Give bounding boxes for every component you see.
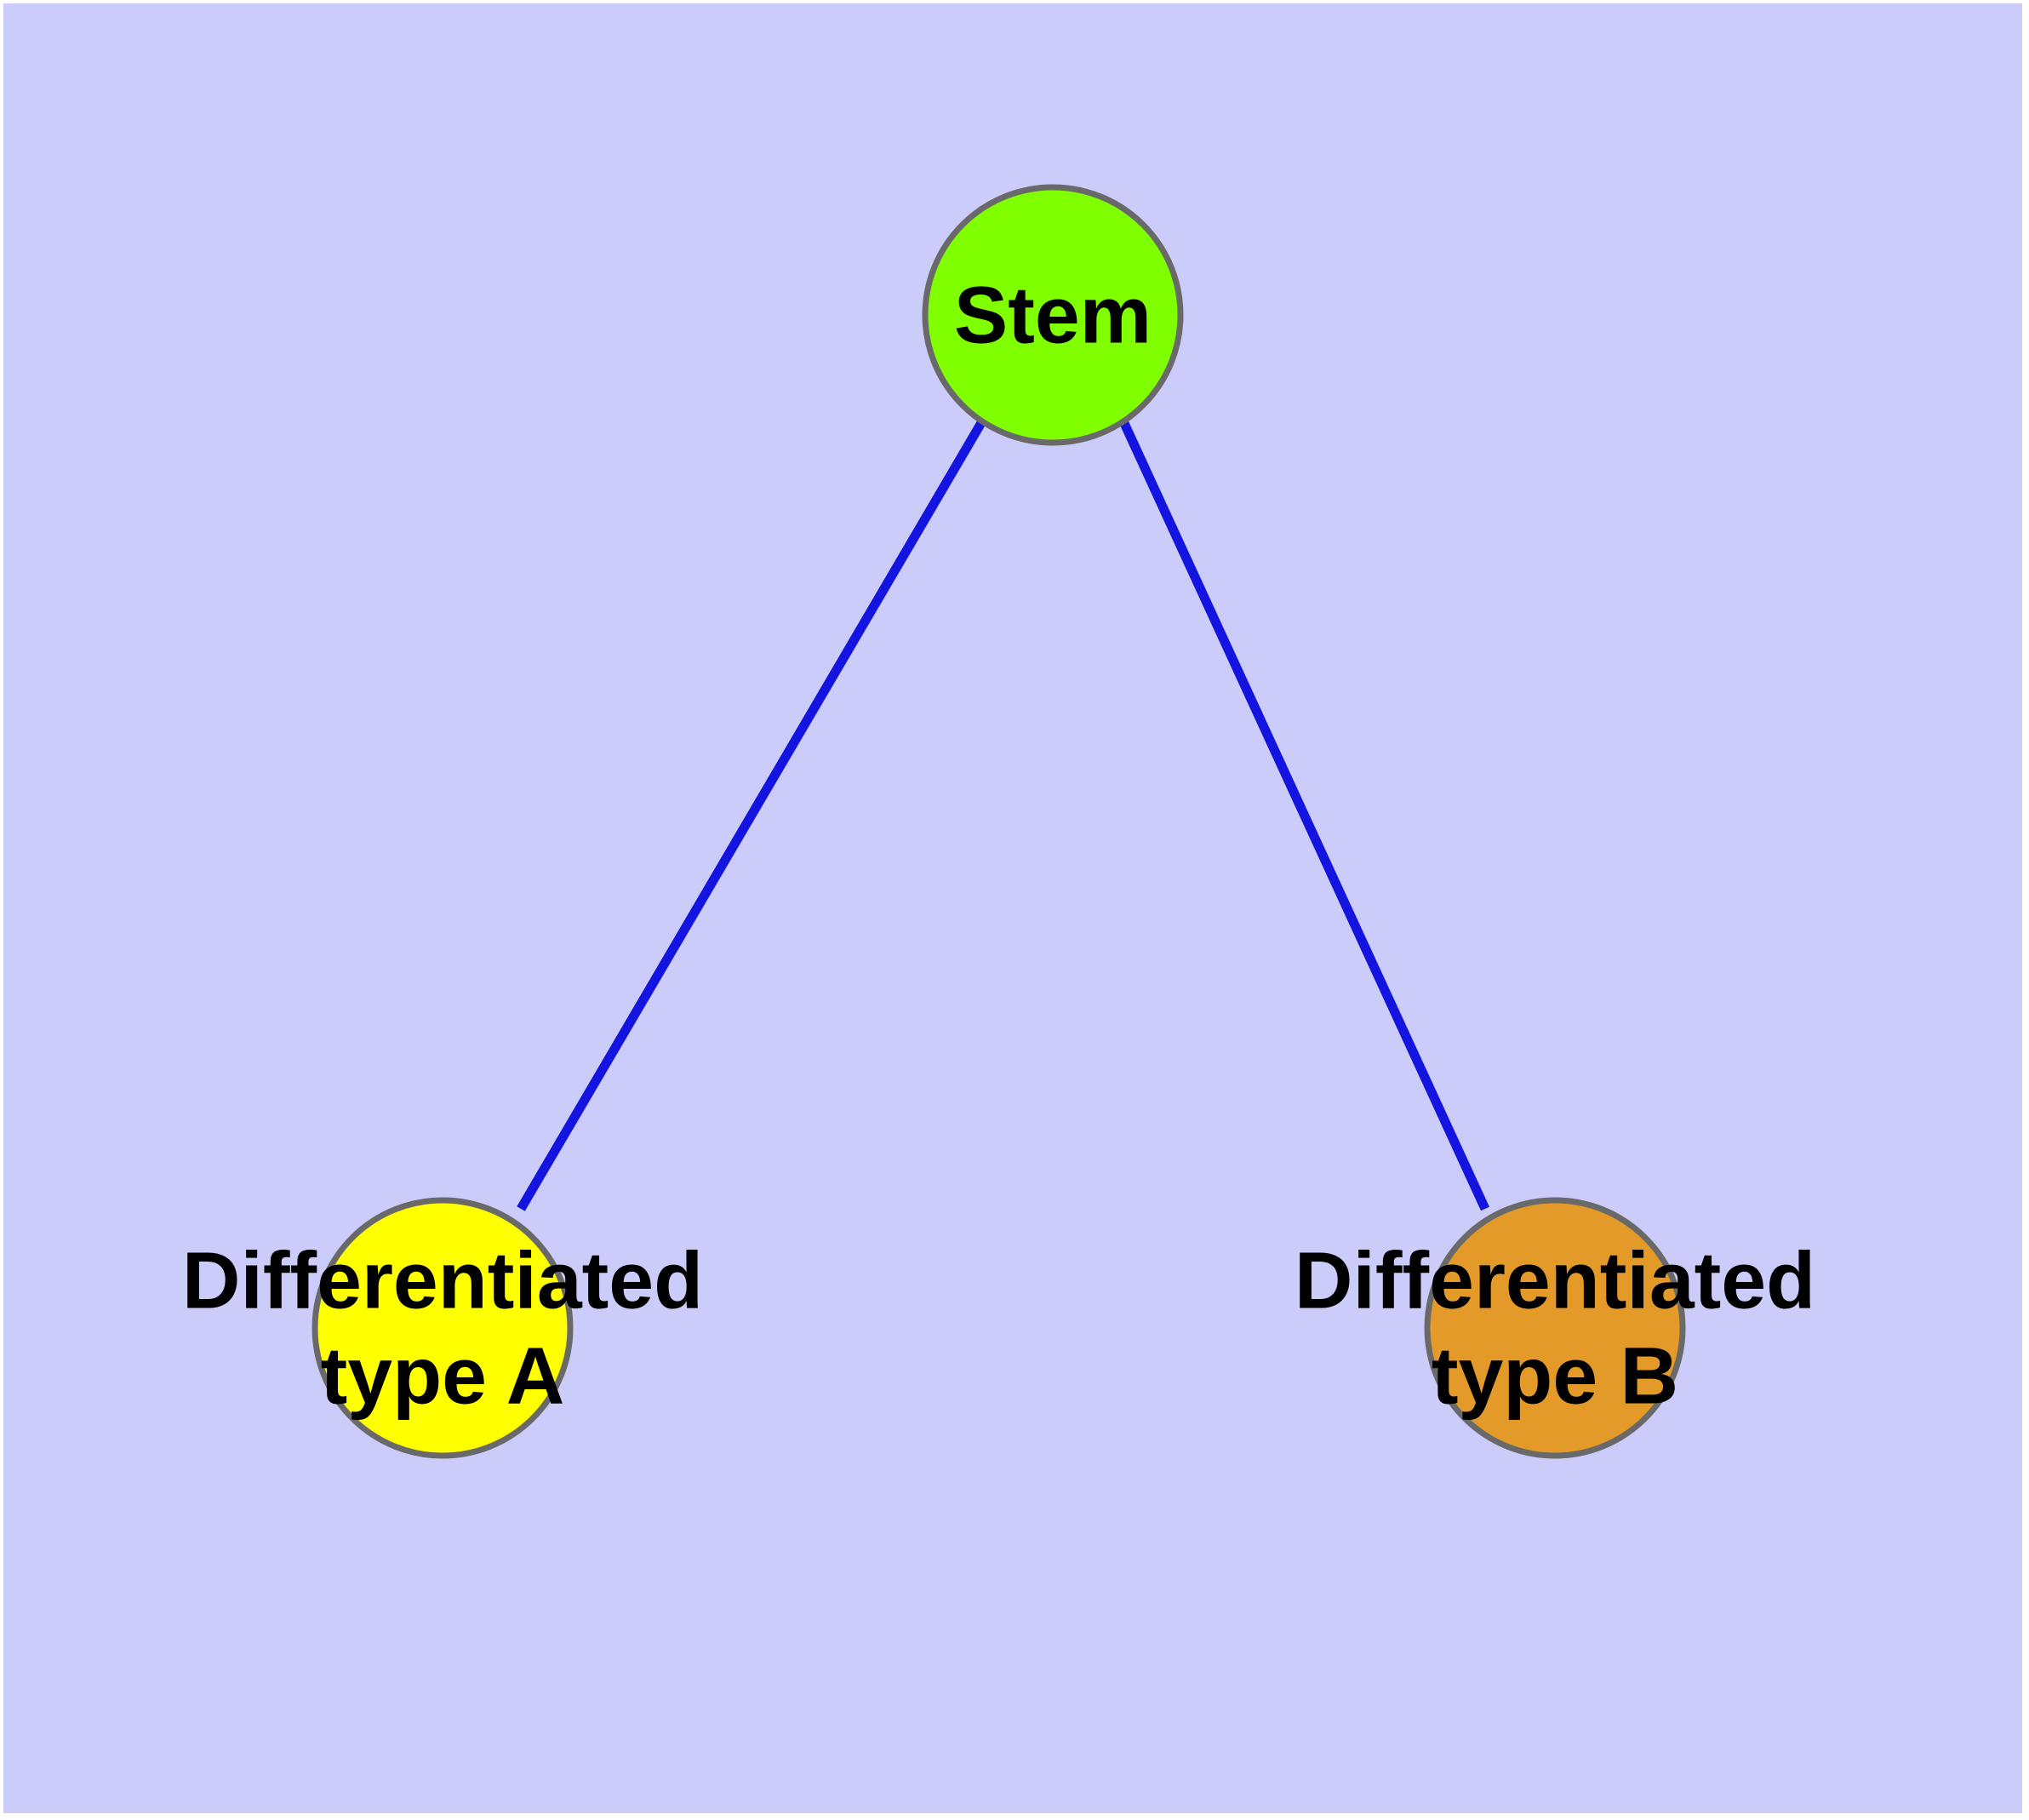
edge-stem-to-differentiated-type-b[interactable] [1119, 419, 1489, 1211]
node-label-line: Stem [954, 270, 1152, 360]
nodes-group [311, 184, 1686, 1459]
node-stem-circle[interactable] [922, 184, 1184, 446]
node-differentiated-type-b[interactable] [1424, 1197, 1686, 1459]
node-stem-label: Stem [954, 270, 1152, 360]
node-label-line: Differentiated [182, 1235, 703, 1325]
node-label-line: Differentiated [1295, 1235, 1815, 1325]
node-label-line: type A [321, 1331, 565, 1421]
edge-stem-to-differentiated-type-a[interactable] [517, 419, 986, 1211]
node-differentiated-type-b-circle[interactable] [1424, 1197, 1686, 1459]
node-differentiated-type-a[interactable] [311, 1197, 574, 1459]
node-stem[interactable] [922, 184, 1184, 446]
node-label-line: type B [1432, 1331, 1678, 1421]
node-differentiated-type-a-circle[interactable] [311, 1197, 574, 1459]
edges-group [517, 419, 1489, 1211]
